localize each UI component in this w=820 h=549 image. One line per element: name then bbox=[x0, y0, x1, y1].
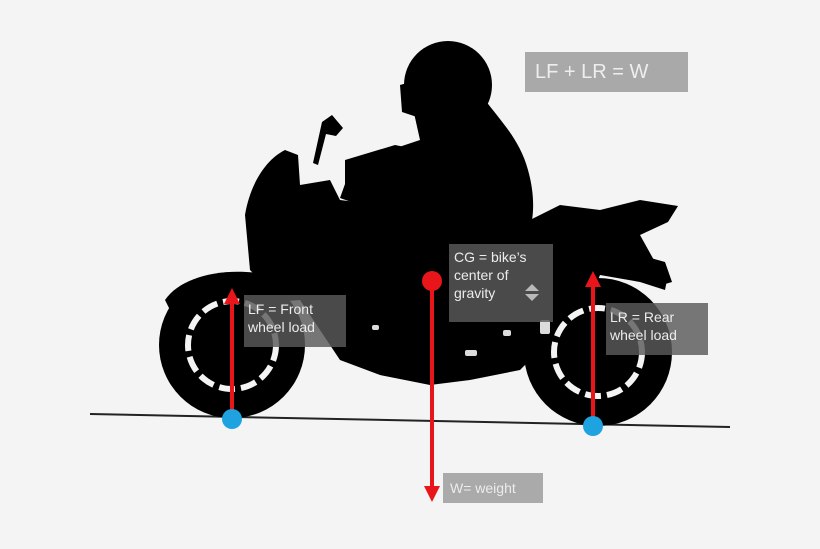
up-down-arrows-icon[interactable] bbox=[525, 284, 539, 308]
rear-force-arrow-icon bbox=[585, 271, 601, 425]
equation-label: LF + LR = W bbox=[525, 52, 688, 92]
ground-line bbox=[89, 413, 731, 428]
center-of-gravity-label: CG = bike’s center of gravity bbox=[449, 244, 553, 322]
weight-arrow-icon bbox=[424, 282, 440, 502]
weight-label: W= weight bbox=[443, 473, 543, 503]
scroll-up-icon[interactable] bbox=[525, 284, 539, 291]
cg-line-3: gravity bbox=[454, 285, 496, 302]
rear-load-line-1: LR = Rear bbox=[610, 309, 675, 325]
cg-line-2: center of bbox=[454, 267, 509, 284]
rear-wheel-load-label: LR = Rear wheel load bbox=[606, 303, 708, 355]
engine-highlights bbox=[372, 320, 550, 356]
front-force-arrow-icon bbox=[224, 288, 240, 415]
front-wheel-load-label: LF = Front wheel load bbox=[244, 295, 346, 347]
cg-line-1: CG = bike’s bbox=[454, 249, 527, 265]
rear-contact-point-icon bbox=[583, 416, 603, 436]
front-load-line-2: wheel load bbox=[248, 319, 315, 336]
scroll-down-icon[interactable] bbox=[525, 294, 539, 301]
rear-load-line-2: wheel load bbox=[610, 327, 677, 344]
cg-marker-icon bbox=[422, 271, 442, 291]
motorcycle-silhouette-icon bbox=[159, 41, 678, 426]
front-contact-point-icon bbox=[222, 409, 242, 429]
front-load-line-1: LF = Front bbox=[248, 301, 313, 317]
